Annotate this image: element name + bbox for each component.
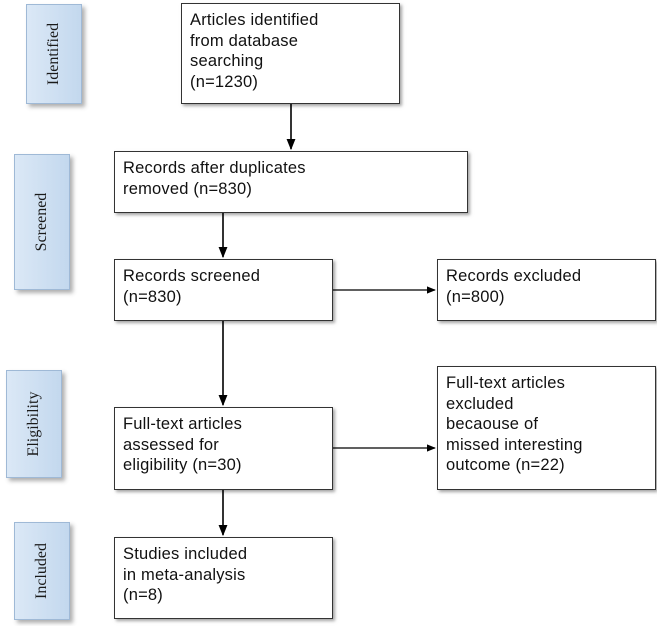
phase-screened: Screened <box>14 154 70 290</box>
box-records-excluded: Records excluded (n=800) <box>437 259 656 321</box>
box-identified: Articles identified from database search… <box>181 3 400 104</box>
box-records-screened: Records screened (n=830) <box>114 259 333 321</box>
phase-included-label: Included <box>33 543 50 599</box>
box-studies-included: Studies included in meta-analysis (n=8) <box>114 537 333 619</box>
phase-eligibility: Eligibility <box>6 370 62 478</box>
phase-screened-label: Screened <box>33 192 50 252</box>
box-duplicates-removed: Records after duplicates removed (n=830) <box>114 151 468 213</box>
box-fulltext-assessed: Full-text articles assessed for eligibil… <box>114 407 333 490</box>
phase-identified-label: Identified <box>45 22 62 86</box>
phase-identified: Identified <box>26 4 82 104</box>
box-fulltext-excluded: Full-text articles excluded becaouse of … <box>437 366 656 490</box>
phase-included: Included <box>14 522 70 620</box>
phase-eligibility-label: Eligibility <box>25 391 42 457</box>
